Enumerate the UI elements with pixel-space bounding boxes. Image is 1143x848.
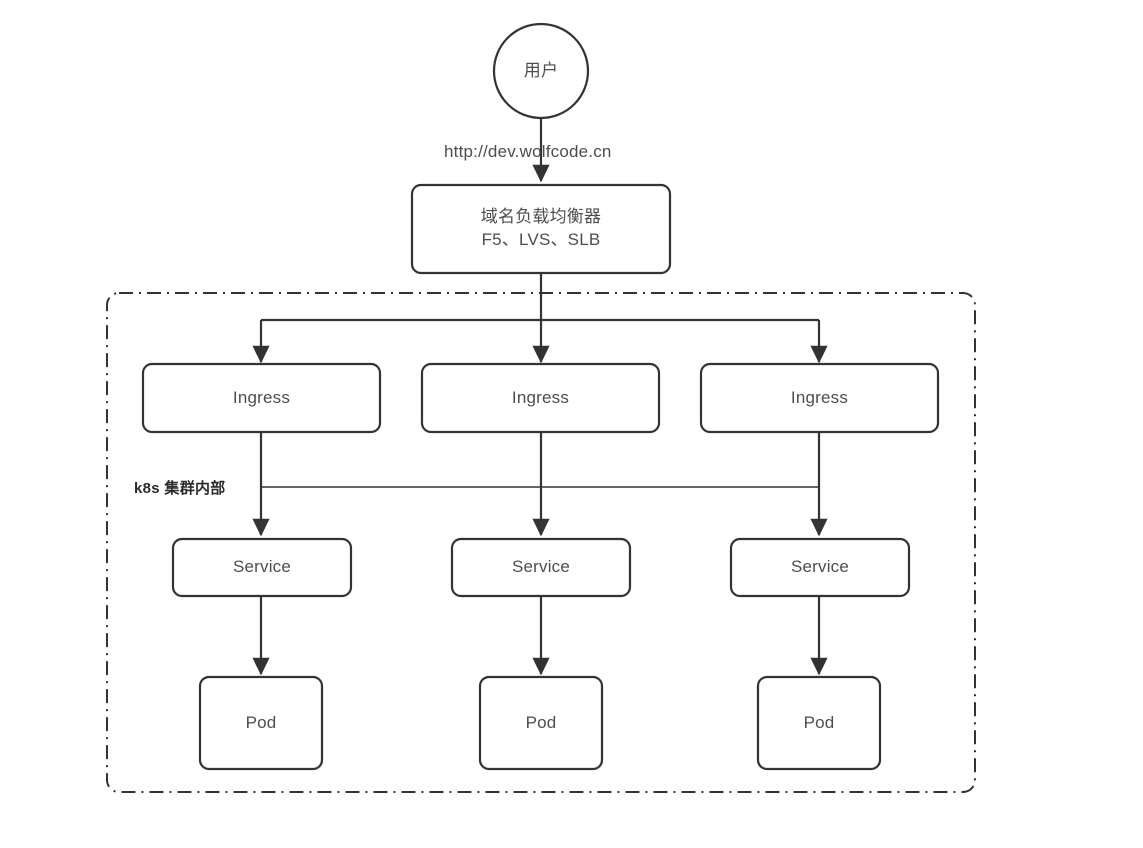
edge-label-user-to-lb: http://dev.wolfcode.cn bbox=[444, 142, 612, 161]
ingress-3-node-shape bbox=[699, 362, 940, 434]
pod-2-node-shape bbox=[478, 675, 604, 771]
service-3-node-shape bbox=[729, 537, 911, 598]
ingress-1-node-shape bbox=[141, 362, 382, 434]
k8s-cluster-zone-label: k8s 集群内部 bbox=[131, 477, 229, 498]
pod-3-node-shape bbox=[756, 675, 882, 771]
pod-1-node-shape bbox=[198, 675, 324, 771]
service-2-node-shape bbox=[450, 537, 632, 598]
ingress-2-node-shape bbox=[420, 362, 661, 434]
load-balancer-node-shape bbox=[410, 183, 672, 275]
user-node-shape bbox=[492, 22, 590, 120]
service-1-node-shape bbox=[171, 537, 353, 598]
